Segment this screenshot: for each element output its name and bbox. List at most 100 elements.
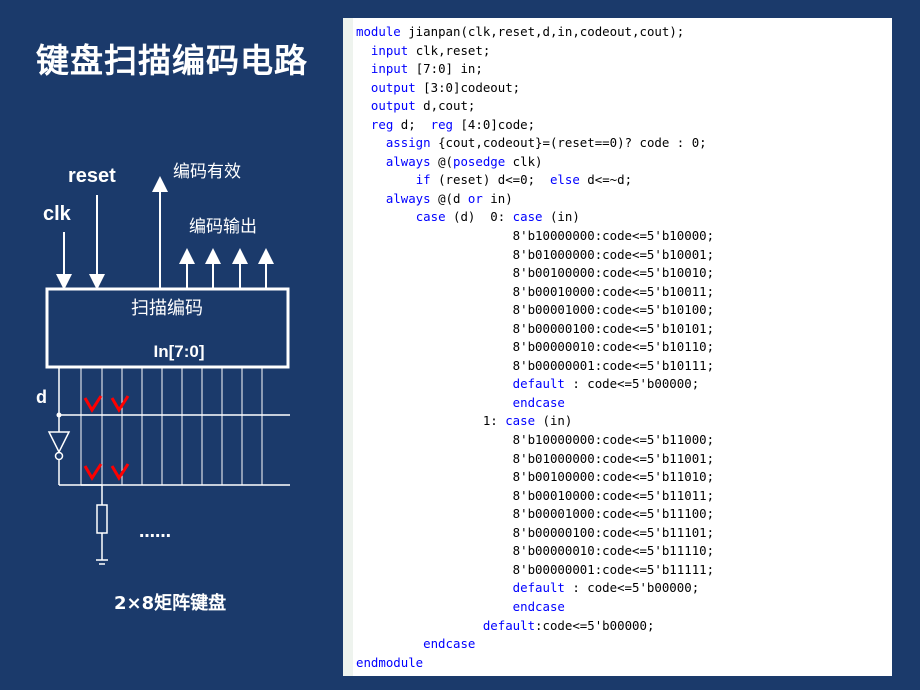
code-text: in) [482, 190, 513, 206]
code-text: [3:0]codeout; [415, 79, 521, 95]
code-text: d,cout; [415, 98, 476, 114]
code-text: @(d [430, 190, 468, 206]
code-text: jianpan(clk,reset,d,in,codeout,cout); [400, 24, 685, 39]
code-text [356, 599, 513, 614]
code-text: : code<=5'b00000; [564, 376, 700, 392]
code-keyword: always [385, 153, 431, 169]
code-line: 8'b00010000:code<=5'b10011; [356, 283, 714, 302]
code-text: 8'b00000100:code<=5'b11101; [356, 524, 715, 540]
code-line: output [3:0]codeout; [356, 79, 714, 98]
code-keyword: always [385, 190, 431, 206]
code-line: always @(d or in) [356, 190, 714, 209]
code-text: 8'b10000000:code<=5'b11000; [356, 432, 715, 448]
code-line: 8'b01000000:code<=5'b11001; [356, 450, 714, 469]
code-keyword: endcase [512, 598, 565, 614]
code-text: (in) [535, 413, 573, 429]
code-line: 8'b00000010:code<=5'b11110; [356, 542, 714, 561]
code-text: 8'b00100000:code<=5'b11010; [356, 469, 715, 485]
code-line: 8'b00001000:code<=5'b11100; [356, 505, 714, 524]
code-text [356, 135, 386, 150]
code-text: (d) 0: [445, 209, 513, 225]
code-gutter [343, 18, 353, 676]
matrix-columns [80, 367, 263, 485]
code-keyword: default [482, 617, 536, 633]
code-keyword: reg [370, 116, 394, 132]
key-marker-icon [110, 395, 130, 413]
key-markers [83, 395, 130, 481]
encode-valid-label: 编码有效 [173, 162, 241, 182]
code-keyword: if [415, 172, 431, 188]
code-text: @( [430, 153, 453, 169]
code-line: module jianpan(clk,reset,d,in,codeout,co… [356, 23, 714, 42]
code-keyword: reg [430, 116, 454, 132]
slide-title: 键盘扫描编码电路 [36, 41, 308, 80]
code-text: {cout,codeout}=(reset==0)? code : 0; [430, 135, 707, 151]
code-text [356, 376, 513, 391]
code-text [356, 636, 423, 651]
matrix-rows [58, 367, 290, 565]
code-text: [7:0] in; [408, 61, 483, 77]
code-text [356, 395, 513, 410]
code-text [356, 209, 416, 224]
code-text: clk) [505, 153, 543, 169]
code-text: d; [393, 116, 431, 132]
code-line: endcase [356, 635, 714, 654]
code-line: case (d) 0: case (in) [356, 208, 714, 227]
code-text: 8'b00001000:code<=5'b11100; [356, 506, 715, 522]
code-text [356, 580, 513, 595]
code-keyword: input [370, 42, 409, 58]
code-line: 8'b10000000:code<=5'b11000; [356, 431, 714, 450]
code-keyword: endmodule [356, 654, 424, 670]
code-line: 8'b01000000:code<=5'b10001; [356, 246, 714, 265]
keyboard-circuit-diagram: reset clk 编码有效 编码输出 扫描编码 In[7:0] d [36, 162, 290, 614]
encode-output-label: 编码输出 [189, 217, 257, 237]
block-input-label: In[7:0] [154, 342, 205, 361]
code-text: 8'b01000000:code<=5'b10001; [356, 246, 715, 262]
code-keyword: default [512, 580, 565, 596]
junction-dot [56, 412, 62, 418]
code-keyword: endcase [512, 394, 565, 410]
clk-label: clk [43, 203, 72, 225]
code-text [356, 61, 371, 76]
code-line: reg d; reg [4:0]code; [356, 116, 714, 135]
code-keyword: output [370, 79, 416, 95]
code-line: 8'b00100000:code<=5'b11010; [356, 468, 714, 487]
code-keyword: else [549, 172, 580, 188]
code-line: 8'b10000000:code<=5'b10000; [356, 227, 714, 246]
code-keyword: module [356, 24, 401, 39]
code-text: (reset) d<=0; [430, 172, 550, 188]
code-keyword: case [512, 209, 543, 225]
inverter-icon [47, 431, 71, 454]
code-text: 8'b00000100:code<=5'b10101; [356, 320, 715, 336]
code-line: 8'b00000001:code<=5'b10111; [356, 357, 714, 376]
d-label: d [36, 387, 47, 407]
key-marker-icon [110, 463, 130, 481]
code-text: 8'b01000000:code<=5'b11001; [356, 450, 715, 466]
code-line: assign {cout,codeout}=(reset==0)? code :… [356, 134, 714, 153]
code-text: clk,reset; [408, 42, 491, 58]
code-text: 8'b00000001:code<=5'b11111; [356, 561, 715, 577]
code-text: 8'b00001000:code<=5'b10100; [356, 302, 715, 318]
code-line: 1: case (in) [356, 412, 714, 431]
verilog-code: module jianpan(clk,reset,d,in,codeout,co… [356, 23, 714, 672]
code-line: 8'b00010000:code<=5'b11011; [356, 487, 714, 506]
code-line: 8'b00000100:code<=5'b11101; [356, 524, 714, 543]
code-line: 8'b00000010:code<=5'b10110; [356, 338, 714, 357]
code-text: 8'b00000010:code<=5'b11110; [356, 543, 715, 559]
caption: 2×8矩阵键盘 [114, 592, 226, 614]
code-text [356, 43, 371, 58]
code-text: 8'b00100000:code<=5'b10010; [356, 265, 715, 281]
code-line: default : code<=5'b00000; [356, 375, 714, 394]
inverter-bubble [54, 451, 64, 461]
code-line: input [7:0] in; [356, 60, 714, 79]
code-keyword: assign [385, 135, 431, 151]
scrollbar[interactable] [892, 18, 920, 676]
code-keyword: default [512, 376, 565, 392]
reset-label: reset [68, 165, 116, 187]
code-text: [4:0]code; [453, 116, 536, 132]
code-text: 8'b00010000:code<=5'b10011; [356, 283, 715, 299]
code-keyword: or [467, 190, 483, 206]
code-panel [343, 18, 893, 676]
code-text: (in) [542, 209, 580, 225]
code-line: endmodule [356, 654, 714, 673]
